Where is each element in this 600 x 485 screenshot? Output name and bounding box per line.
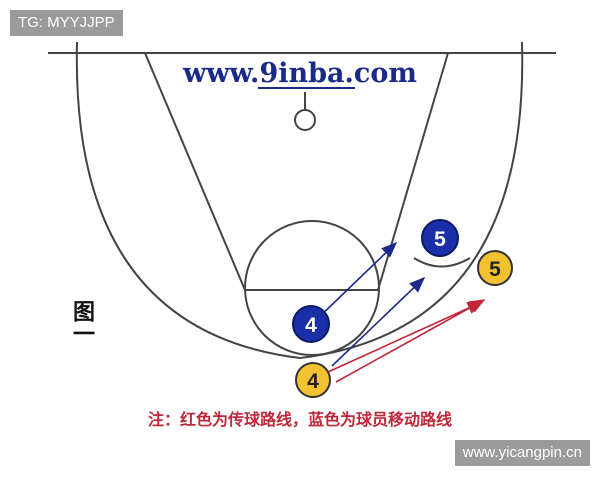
screen-mark bbox=[413, 257, 471, 268]
site-url: www.9inba.com bbox=[182, 58, 417, 89]
player-marker bbox=[421, 219, 459, 257]
figure-label: 图一 bbox=[69, 300, 95, 344]
player-number: 5 bbox=[489, 258, 501, 281]
pass-line-long bbox=[327, 301, 484, 373]
player-4-yellow: 4 bbox=[295, 362, 331, 398]
free-throw-circle bbox=[244, 220, 380, 356]
player-5-blue: 5 bbox=[421, 219, 459, 257]
legend-note: 注：红色为传球路线，蓝色为球员移动路线 bbox=[148, 410, 452, 429]
player-number: 4 bbox=[307, 370, 319, 393]
player-marker bbox=[477, 250, 513, 286]
three-point-arc bbox=[75, 41, 524, 360]
player-5-yellow: 5 bbox=[477, 250, 513, 286]
pass-line-short bbox=[335, 299, 486, 383]
movement-line-4-yellow bbox=[331, 276, 426, 367]
player-marker bbox=[295, 362, 331, 398]
movement-line-4 bbox=[313, 241, 398, 323]
player-number: 4 bbox=[305, 314, 317, 337]
player-4-blue: 4 bbox=[292, 305, 330, 343]
lane-line-left bbox=[144, 52, 246, 291]
player-marker bbox=[292, 305, 330, 343]
watermark-bottom-right: www.yicangpin.cn bbox=[454, 440, 590, 466]
hoop bbox=[294, 109, 316, 131]
player-number: 5 bbox=[434, 228, 446, 251]
court-lines bbox=[48, 41, 556, 360]
watermark-top-left: TG: MYYJJPP bbox=[10, 10, 123, 36]
